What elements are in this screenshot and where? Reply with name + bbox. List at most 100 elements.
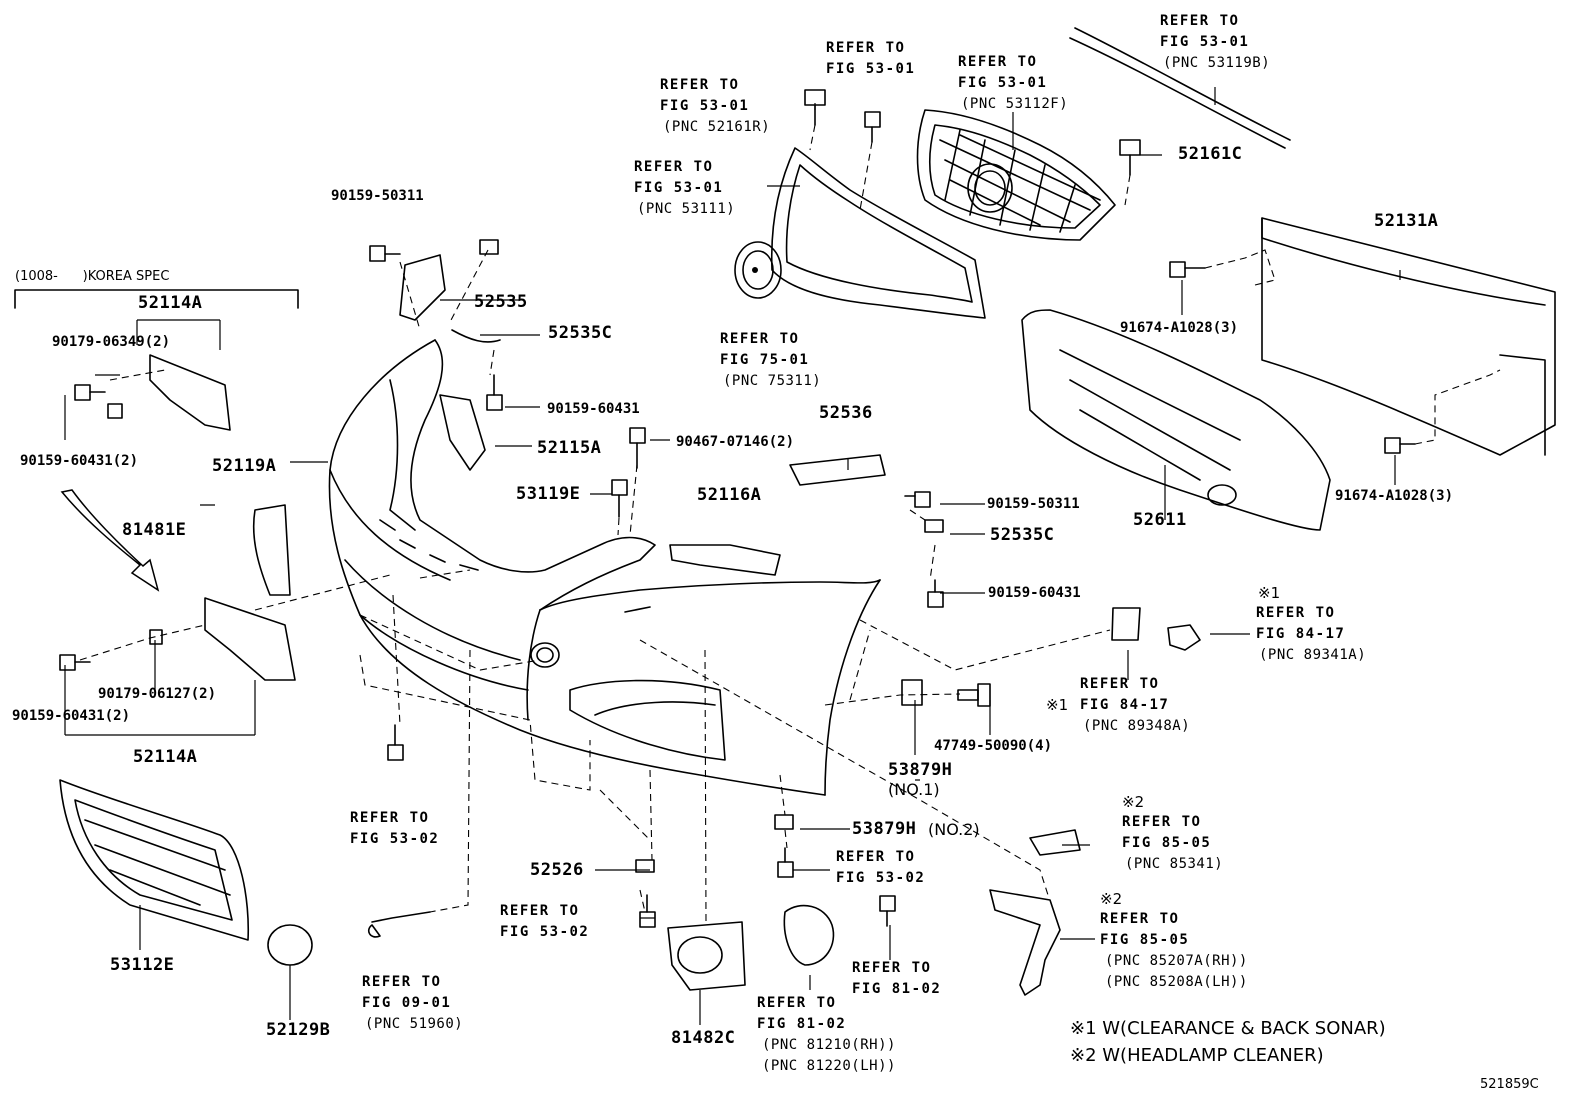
ref-fig8102[interactable]: REFER TO FIG 81-02 bbox=[852, 958, 941, 1000]
korea-spec-bracket bbox=[14, 289, 299, 309]
ref-89341A[interactable]: REFER TO FIG 84-17 (PNC 89341A) bbox=[1256, 603, 1367, 666]
part-52526[interactable]: 52526 bbox=[530, 860, 584, 880]
part-90159-60431-c[interactable]: 90159-60431 bbox=[547, 401, 640, 417]
part-53879H-no1-tag: (NO.1) bbox=[888, 780, 940, 799]
part-90179-06349[interactable]: 90179-06349(2) bbox=[52, 334, 171, 350]
part-52115A[interactable]: 52115A bbox=[537, 438, 602, 458]
part-52611[interactable]: 52611 bbox=[1133, 510, 1187, 530]
ref-53112F[interactable]: REFER TO FIG 53-01 (PNC 53112F) bbox=[958, 52, 1068, 115]
part-52129B[interactable]: 52129B bbox=[266, 1020, 331, 1040]
ref-51960-line3: (PNC 51960) bbox=[365, 1016, 464, 1032]
ref-fig5302-a-line2: FIG 53-02 bbox=[350, 831, 440, 847]
part-53119E[interactable]: 53119E bbox=[516, 484, 581, 504]
duct-81481E bbox=[252, 504, 291, 596]
connector-89341A bbox=[1167, 624, 1201, 651]
part-52535C-a[interactable]: 52535C bbox=[548, 323, 613, 343]
mark-2-a: ※2 bbox=[1122, 793, 1145, 811]
ref-85207A-line4: (PNC 85208A(LH)) bbox=[1105, 974, 1248, 990]
retainer-52116A bbox=[669, 544, 781, 576]
ref-75311[interactable]: REFER TO FIG 75-01 (PNC 75311) bbox=[720, 329, 822, 392]
part-52116A[interactable]: 52116A bbox=[697, 485, 762, 505]
part-53879H-no2[interactable]: 53879H bbox=[852, 819, 917, 839]
ref-52161R-line1: REFER TO bbox=[660, 77, 740, 93]
ref-89341A-line3: (PNC 89341A) bbox=[1259, 647, 1367, 663]
mark-2-b: ※2 bbox=[1100, 890, 1123, 908]
ref-85207A-line1: REFER TO bbox=[1100, 911, 1180, 927]
part-52536[interactable]: 52536 bbox=[819, 403, 873, 423]
ref-53111-line2: FIG 53-01 bbox=[634, 180, 724, 196]
grille-frame bbox=[770, 147, 986, 319]
part-52119A[interactable]: 52119A bbox=[212, 456, 277, 476]
ref-89341A-line1: REFER TO bbox=[1256, 605, 1336, 621]
ref-85341-line1: REFER TO bbox=[1122, 814, 1202, 830]
part-47749-50090[interactable]: 47749-50090(4) bbox=[934, 738, 1053, 754]
ref-fig5302-a[interactable]: REFER TO FIG 53-02 bbox=[350, 808, 439, 850]
ref-89348A-line3: (PNC 89348A) bbox=[1083, 718, 1191, 734]
ref-53111[interactable]: REFER TO FIG 53-01 (PNC 53111) bbox=[634, 157, 736, 220]
bumper-cover bbox=[328, 329, 881, 796]
ref-fig5302-b-line2: FIG 53-02 bbox=[836, 870, 926, 886]
ref-fig5302-c[interactable]: REFER TO FIG 53-02 bbox=[500, 901, 589, 943]
part-53879H-no2-tag: (NO.2) bbox=[928, 820, 980, 839]
part-52114A-bottom[interactable]: 52114A bbox=[133, 747, 198, 767]
part-90159-60431-d[interactable]: 90159-60431 bbox=[988, 585, 1081, 601]
part-90159-50311-a[interactable]: 90159-50311 bbox=[331, 188, 424, 204]
ref-89348A-line2[interactable]: FIG 84-17 bbox=[1080, 697, 1170, 713]
ref-fig5302-c-line1: REFER TO bbox=[500, 903, 580, 919]
part-53879H-no1[interactable]: 53879H bbox=[888, 760, 953, 780]
ref-53119B[interactable]: REFER TO FIG 53-01 (PNC 53119B) bbox=[1160, 11, 1270, 74]
part-52535[interactable]: 52535 bbox=[474, 292, 528, 312]
footnote-1: ※1 W(CLEARANCE & BACK SONAR) bbox=[1070, 1018, 1386, 1039]
ref-fig5301-top-line1: REFER TO bbox=[826, 40, 906, 56]
part-91674-A1028-b[interactable]: 91674-A1028(3) bbox=[1335, 488, 1454, 504]
ref-85207A[interactable]: REFER TO FIG 85-05 (PNC 85207A(RH)) (PNC… bbox=[1100, 909, 1247, 993]
ref-53112F-line1: REFER TO bbox=[958, 54, 1038, 70]
ref-89348A-line1[interactable]: REFER TO bbox=[1080, 676, 1160, 692]
ref-81210[interactable]: REFER TO FIG 81-02 (PNC 81210(RH)) (PNC … bbox=[757, 993, 895, 1077]
part-90159-50311-b[interactable]: 90159-50311 bbox=[987, 496, 1080, 512]
cap-52129B bbox=[267, 924, 313, 966]
part-52535C-b[interactable]: 52535C bbox=[990, 525, 1055, 545]
ref-85207A-line2: FIG 85-05 bbox=[1100, 932, 1190, 948]
part-90467-07146[interactable]: 90467-07146(2) bbox=[676, 434, 795, 450]
direction-arrow bbox=[60, 489, 160, 592]
ref-81210-line1: REFER TO bbox=[757, 995, 837, 1011]
molding-strip bbox=[1074, 27, 1291, 141]
headlamp-cleaner-85207A bbox=[989, 889, 1061, 996]
part-91674-A1028-a[interactable]: 91674-A1028(3) bbox=[1120, 320, 1239, 336]
ref-51960-line1: REFER TO bbox=[362, 974, 442, 990]
ref-51960-line2: FIG 09-01 bbox=[362, 995, 452, 1011]
ref-85341[interactable]: REFER TO FIG 85-05 (PNC 85341) bbox=[1122, 812, 1223, 875]
fog-cover-81482C bbox=[667, 921, 746, 991]
ref-52161R-line3: (PNC 52161R) bbox=[663, 119, 771, 135]
part-90159-60431-b[interactable]: 90159-60431(2) bbox=[12, 708, 131, 724]
part-52114A-top[interactable]: 52114A bbox=[138, 293, 203, 313]
fasteners bbox=[59, 89, 1416, 938]
mark-1-a: ※1 bbox=[1258, 584, 1281, 602]
ref-75311-line1: REFER TO bbox=[720, 331, 800, 347]
energy-absorber bbox=[1021, 309, 1331, 531]
part-90179-06127[interactable]: 90179-06127(2) bbox=[98, 686, 217, 702]
bracket-52114A-top bbox=[149, 354, 231, 431]
part-53112E[interactable]: 53112E bbox=[110, 955, 175, 975]
part-90159-60431-a[interactable]: 90159-60431(2) bbox=[20, 453, 139, 469]
ref-51960[interactable]: REFER TO FIG 09-01 (PNC 51960) bbox=[362, 972, 464, 1035]
ref-85341-line2: FIG 85-05 bbox=[1122, 835, 1212, 851]
lower-grille bbox=[59, 779, 250, 941]
part-81481E[interactable]: 81481E bbox=[122, 520, 187, 540]
bracket-52114A-bot bbox=[204, 597, 296, 681]
ref-fig5302-b-line1: REFER TO bbox=[836, 849, 916, 865]
ref-fig5302-c-line2: FIG 53-02 bbox=[500, 924, 590, 940]
part-52161C[interactable]: 52161C bbox=[1178, 144, 1243, 164]
retainer-52536 bbox=[789, 454, 886, 486]
ref-52161R[interactable]: REFER TO FIG 53-01 (PNC 52161R) bbox=[660, 75, 771, 138]
part-81482C[interactable]: 81482C bbox=[671, 1028, 736, 1048]
ref-fig5301-top[interactable]: REFER TO FIG 53-01 bbox=[826, 38, 915, 80]
part-52131A[interactable]: 52131A bbox=[1374, 211, 1439, 231]
ref-fig5302-a-line1: REFER TO bbox=[350, 810, 430, 826]
ref-53119B-line1: REFER TO bbox=[1160, 13, 1240, 29]
sensor-81210 bbox=[783, 904, 835, 966]
ref-fig5302-b[interactable]: REFER TO FIG 53-02 bbox=[836, 847, 925, 889]
ref-75311-line3: (PNC 75311) bbox=[723, 373, 822, 389]
ref-53111-line3: (PNC 53111) bbox=[637, 201, 736, 217]
